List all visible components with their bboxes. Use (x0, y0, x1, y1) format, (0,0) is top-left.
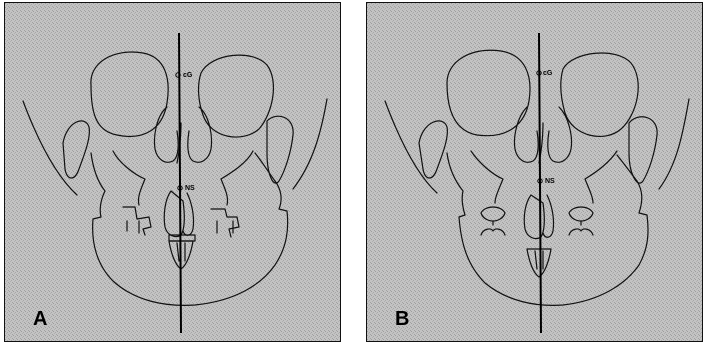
nasal-spine-label: NS (545, 178, 555, 185)
skull-diagram-a: cG NS (5, 3, 341, 342)
skull-diagram-b: cG NS (367, 3, 703, 342)
background-texture (367, 3, 703, 342)
panel-a: cG NS A (4, 2, 341, 342)
crista-galli-label: cG (183, 72, 193, 79)
crista-galli-label: cG (543, 70, 553, 77)
panel-letter-a: A (33, 308, 47, 331)
panel-b: cG NS B (366, 2, 703, 342)
panel-letter-b: B (395, 308, 409, 331)
nasal-spine-label: NS (185, 185, 195, 192)
background-texture (5, 3, 341, 342)
